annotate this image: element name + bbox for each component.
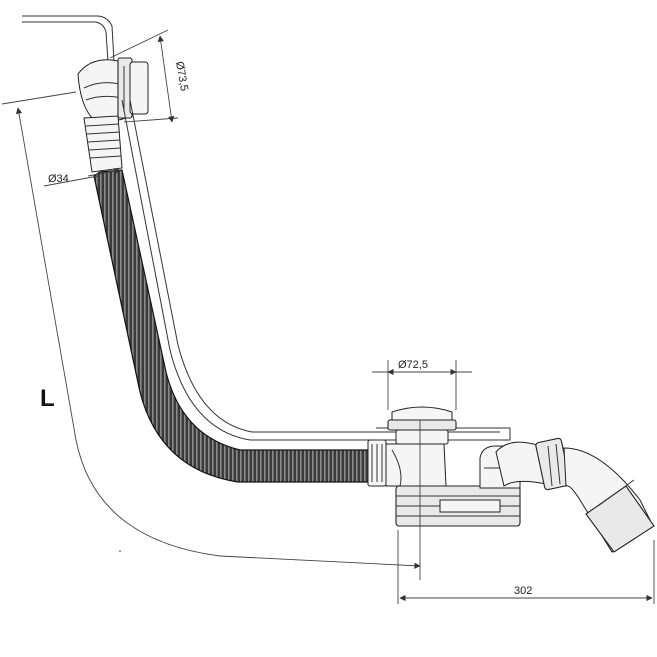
elbow-outlet [495, 437, 655, 553]
label-hose-diameter: Ø34 [48, 173, 69, 185]
label-overflow-diameter: Ø73,5 [173, 60, 190, 92]
label-horizontal-length: 302 [514, 585, 532, 597]
overflow-head [77, 57, 149, 122]
hose-nut [367, 439, 387, 487]
dim-waste-diameter [372, 360, 472, 410]
bath-outline [121, 99, 500, 441]
label-overall-length: L [40, 385, 55, 412]
label-waste-diameter: Ø72,5 [398, 359, 428, 371]
dim-overall-length [1, 91, 421, 580]
waste-plug [387, 406, 457, 445]
overflow-coupling [83, 115, 123, 173]
dim-horizontal-length [397, 530, 655, 604]
overflow-cable-rod [22, 15, 115, 63]
